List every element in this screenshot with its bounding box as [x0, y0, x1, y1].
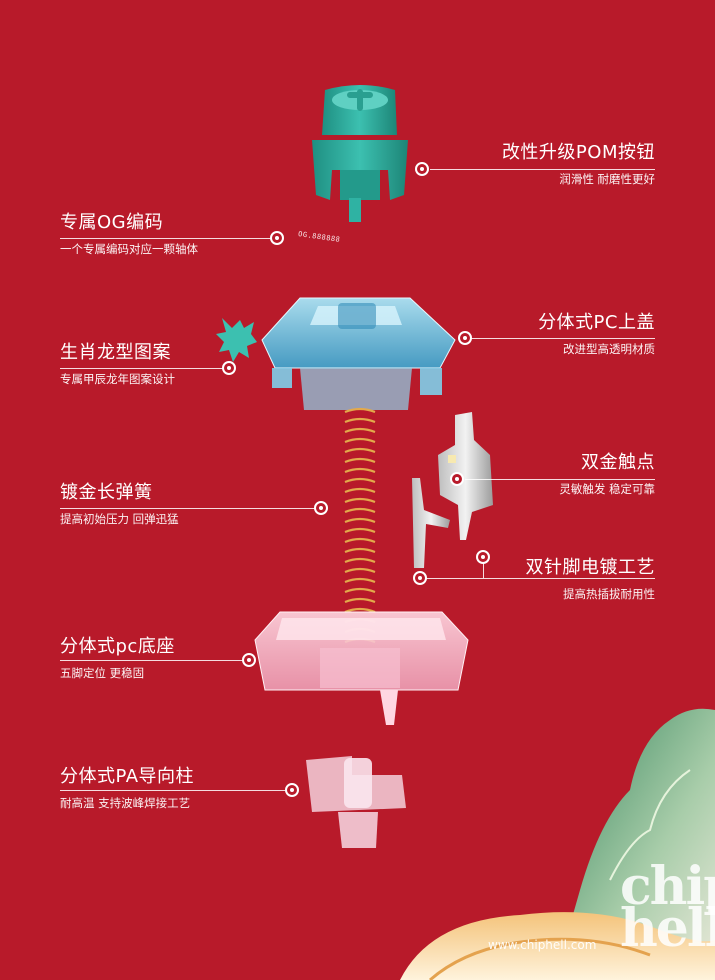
- label-subtitle: 一个专属编码对应一颗轴体: [60, 242, 198, 256]
- label-subtitle: 耐高温 支持波峰焊接工艺: [60, 796, 191, 810]
- dragon-label: 生肖龙型图案 专属甲辰龙年图案设计: [60, 342, 175, 386]
- mountain-decoration: [560, 708, 715, 960]
- leader-line: [483, 558, 484, 578]
- callout-dot: [285, 783, 299, 797]
- contact-label: 双金触点 灵敏触发 稳定可靠: [559, 452, 655, 496]
- cloud-decoration: [400, 912, 715, 980]
- og-label: 专属OG编码 一个专属编码对应一颗轴体: [60, 212, 198, 256]
- stem-label: 改性升级POM按钮 润滑性 耐磨性更好: [502, 142, 655, 186]
- contact-leaf-part: [412, 412, 493, 568]
- label-subtitle: 专属甲辰龙年图案设计: [60, 372, 175, 386]
- spring-label: 镀金长弹簧 提高初始压力 回弹迅猛: [60, 482, 179, 526]
- logo-line: chip: [620, 856, 715, 917]
- chiphell-logo: chip hell: [620, 856, 715, 959]
- spring-part: [344, 407, 376, 644]
- label-subtitle: 提高热插拔耐用性: [563, 587, 655, 601]
- label-title: 双金触点: [581, 452, 655, 473]
- pins-label: 双针脚电镀工艺 提高热插拔耐用性: [526, 557, 656, 601]
- leader-line: [60, 238, 275, 239]
- label-subtitle: 提高初始压力 回弹迅猛: [60, 512, 179, 526]
- leader-line: [465, 479, 655, 480]
- leader-line: [60, 660, 250, 661]
- label-title: 生肖龙型图案: [60, 342, 171, 363]
- watermark-url: www.chiphell.com: [488, 938, 597, 952]
- leader-line: [422, 578, 655, 579]
- logo-line: hell: [620, 898, 715, 959]
- label-subtitle: 五脚定位 更稳固: [60, 666, 145, 680]
- label-title: 分体式PC上盖: [538, 312, 655, 333]
- leader-line: [430, 169, 655, 170]
- guide-post-part: [306, 756, 406, 848]
- callout-dot: [270, 231, 284, 245]
- callout-dot: [458, 331, 472, 345]
- label-title: 镀金长弹簧: [60, 482, 153, 503]
- label-subtitle: 改进型高透明材质: [563, 342, 655, 356]
- leader-line: [60, 790, 290, 791]
- callout-dot: [450, 472, 464, 486]
- callout-dot: [413, 571, 427, 585]
- label-subtitle: 灵敏触发 稳定可靠: [559, 482, 655, 496]
- callout-dot: [222, 361, 236, 375]
- bottom-housing-label: 分体式pc底座 五脚定位 更稳固: [60, 636, 175, 680]
- label-subtitle: 润滑性 耐磨性更好: [559, 172, 655, 186]
- callout-dot: [476, 550, 490, 564]
- callout-dot: [242, 653, 256, 667]
- bottom-housing-part: [254, 611, 469, 725]
- top-housing-label: 分体式PC上盖 改进型高透明材质: [538, 312, 655, 356]
- leader-line: [60, 508, 320, 509]
- callout-dot: [314, 501, 328, 515]
- label-title: 分体式pc底座: [60, 636, 175, 657]
- label-title: 分体式PA导向柱: [60, 766, 195, 787]
- leader-line: [60, 368, 230, 369]
- top-housing-part: [261, 297, 456, 410]
- callout-dot: [415, 162, 429, 176]
- stem-part: [312, 85, 408, 222]
- label-title: 改性升级POM按钮: [501, 142, 655, 163]
- label-title: 双针脚电镀工艺: [525, 557, 655, 578]
- label-title: 专属OG编码: [60, 212, 164, 233]
- dragon-pattern: [216, 318, 257, 362]
- guide-post-label: 分体式PA导向柱 耐高温 支持波峰焊接工艺: [60, 766, 194, 810]
- leader-line: [470, 338, 655, 339]
